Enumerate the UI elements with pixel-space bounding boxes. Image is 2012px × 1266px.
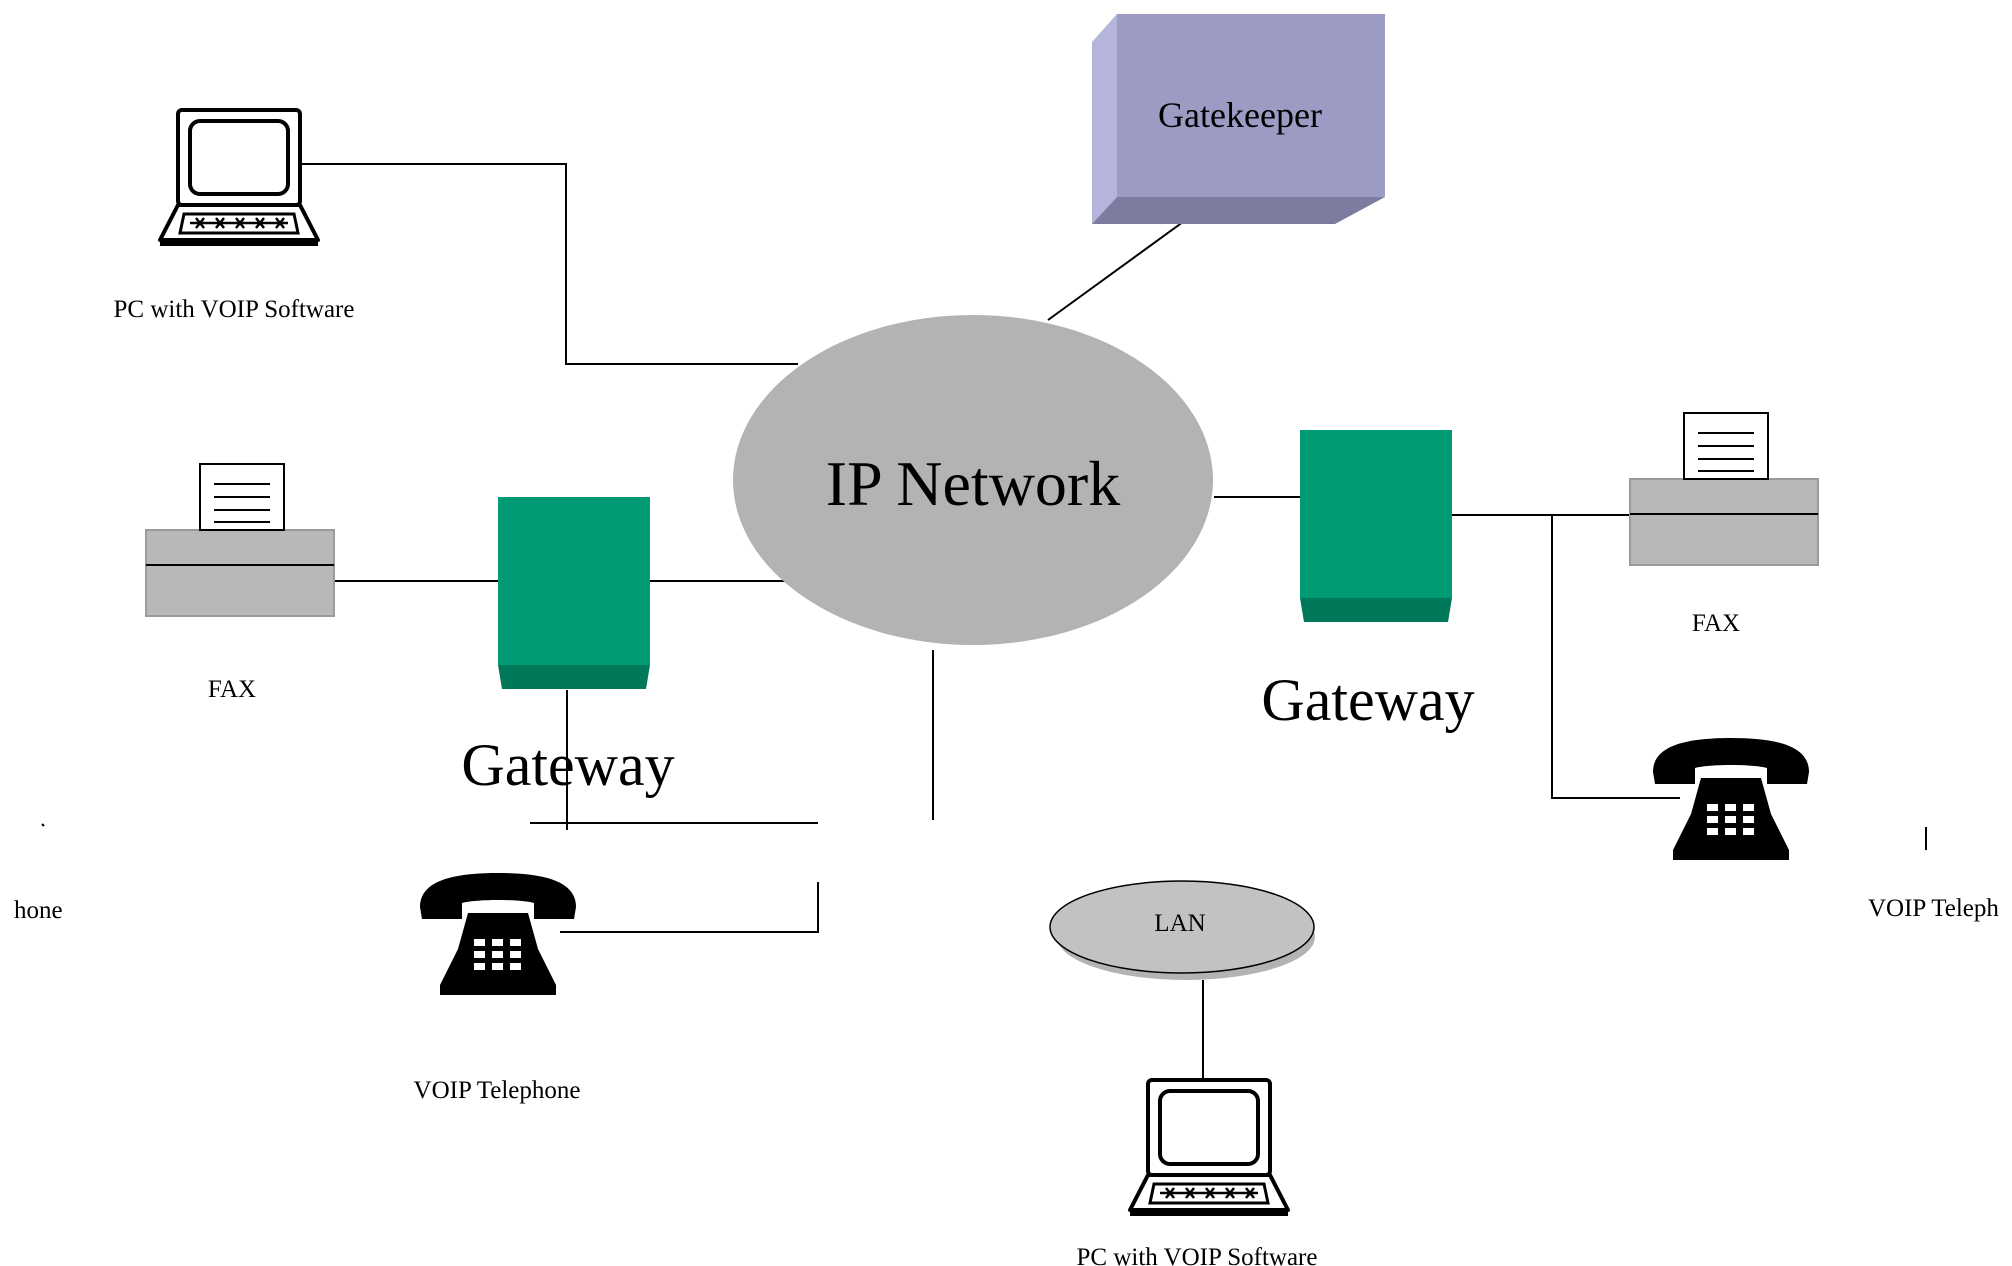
fax-icon-right xyxy=(1629,412,1819,566)
ip-network-label: IP Network xyxy=(826,448,1120,519)
pc-bottom-label: PC with VOIP Software xyxy=(1077,1244,1318,1266)
computer-icon-top-left xyxy=(158,108,320,248)
link-phone-right xyxy=(1551,515,1680,799)
gatekeeper-label: Gatekeeper xyxy=(1158,95,1322,135)
computer-icon-bottom xyxy=(1128,1078,1290,1218)
gatekeeper-icon xyxy=(1092,14,1385,224)
link-pc-to-network xyxy=(298,163,798,365)
ip-network-cloud xyxy=(733,315,1213,645)
phone-right-label-clipped: VOIP Teleph xyxy=(1868,895,1999,922)
lan-icon xyxy=(1049,880,1315,980)
fax-right-label: FAX xyxy=(1692,610,1740,637)
lan-label: LAN xyxy=(1154,910,1205,937)
telephone-icon-left xyxy=(420,873,576,995)
phone-left-label-clipped: hone xyxy=(14,897,63,924)
pc-top-left-label: PC with VOIP Software xyxy=(114,296,355,323)
gateway-left-label: Gateway xyxy=(461,732,674,798)
link-phone-left xyxy=(560,882,819,933)
fax-icon-left xyxy=(145,463,335,617)
phone-left-label: VOIP Telephone xyxy=(414,1077,581,1104)
stray-mark-left xyxy=(41,823,45,827)
fax-left-label: FAX xyxy=(208,676,256,703)
gateway-icon-left xyxy=(498,497,650,689)
gateway-icon-right xyxy=(1300,430,1452,622)
gateway-right-label: Gateway xyxy=(1261,667,1474,733)
